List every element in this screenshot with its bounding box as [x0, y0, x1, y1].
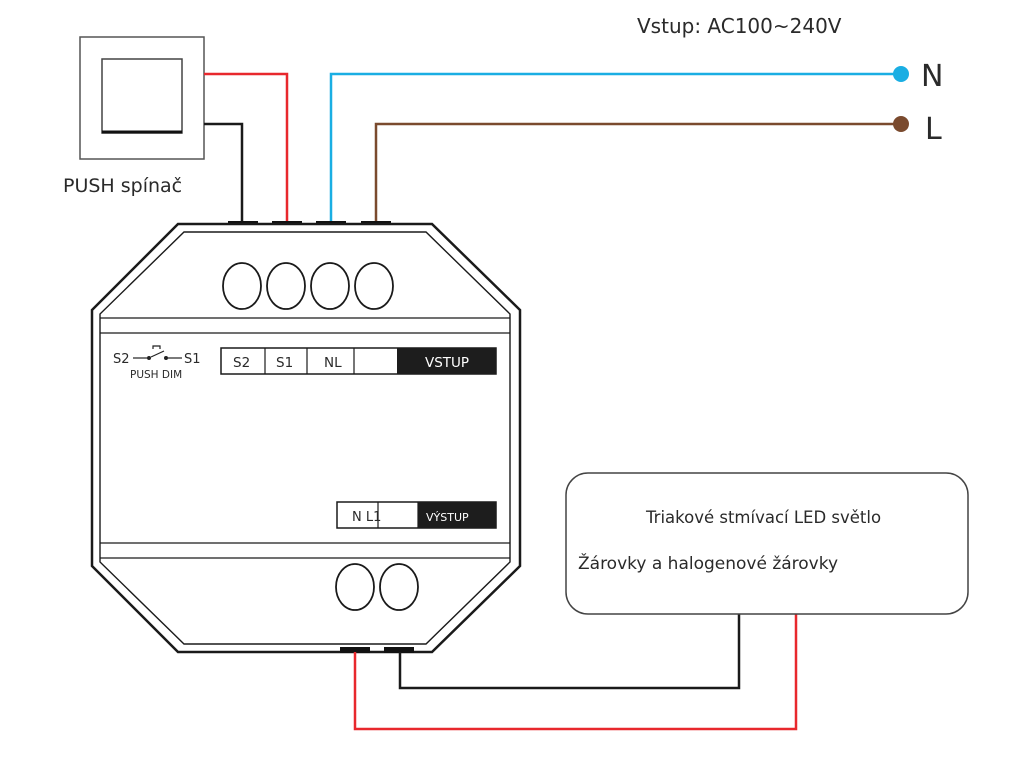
blue-wire-neutral — [329, 72, 901, 222]
load-box — [565, 472, 969, 615]
output-label-block — [336, 501, 497, 529]
input-block-title: VSTUP — [425, 355, 469, 371]
neutral-terminal-dot — [893, 66, 909, 82]
black-wire-switch — [204, 122, 244, 222]
dimmer-module — [90, 222, 522, 654]
red-wire-switch — [204, 72, 289, 222]
bottom-connector-pins — [340, 647, 414, 653]
brown-wire-live — [374, 122, 901, 222]
symbol-s2-label: S2 — [113, 352, 130, 367]
symbol-caption: PUSH DIM — [130, 369, 182, 381]
live-terminal-dot — [893, 116, 909, 132]
symbol-s1-label: S1 — [184, 352, 201, 367]
load-box-line1: Triakové stmívací LED světlo — [645, 508, 881, 527]
input-s2-label: S2 — [233, 355, 250, 371]
output-nl-label: N L1 — [352, 510, 381, 525]
red-wire-load — [353, 614, 798, 731]
input-label-block — [220, 347, 497, 375]
black-wire-load — [398, 614, 741, 690]
push-switch-label: PUSH spínač — [63, 175, 182, 197]
output-block-title: VÝSTUP — [426, 511, 469, 524]
push-switch — [79, 36, 205, 160]
load-box-line2: Žárovky a halogenové žárovky — [578, 552, 838, 574]
push-dim-symbol — [133, 345, 182, 360]
neutral-terminal-label: N — [921, 59, 943, 94]
input-s1-label: S1 — [276, 355, 293, 371]
input-voltage-label: Vstup: AC100~240V — [637, 14, 842, 38]
input-nl-label: NL — [324, 355, 342, 371]
live-terminal-label: L — [925, 112, 942, 147]
